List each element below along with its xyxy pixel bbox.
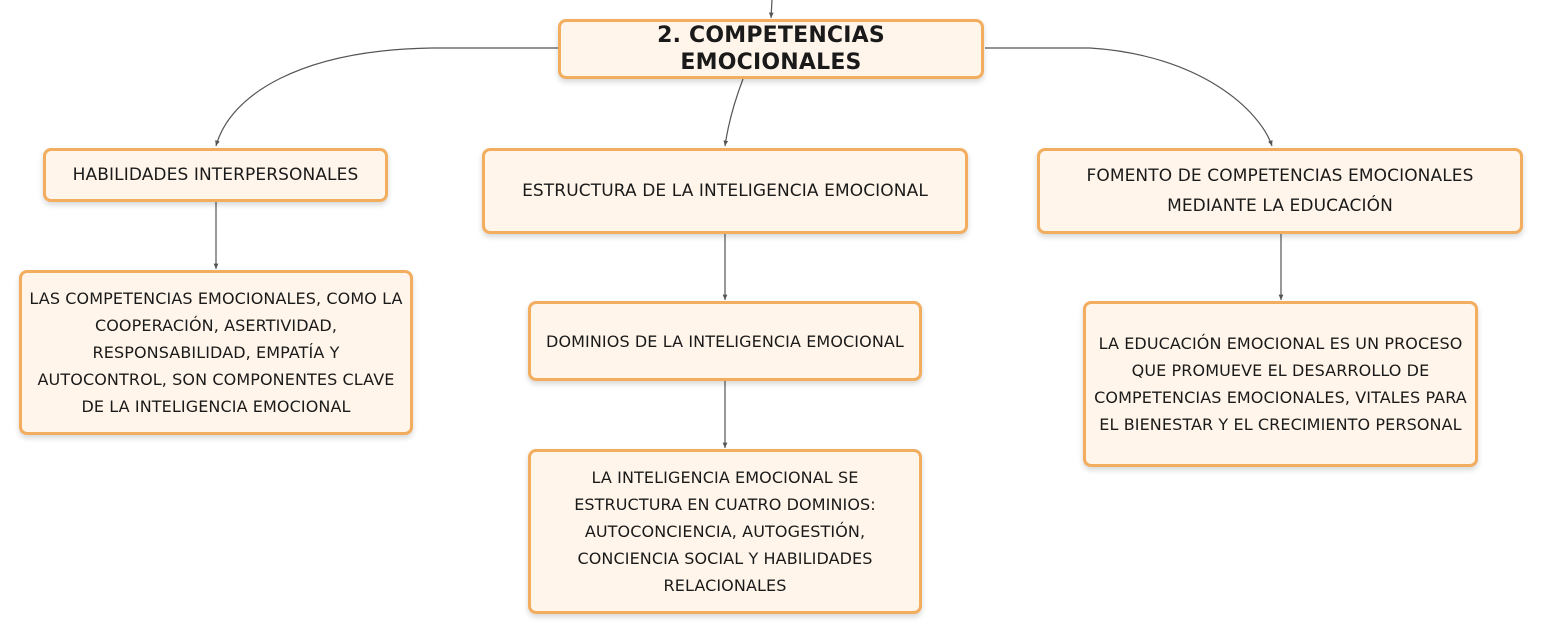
topic-habilidades-interpersonales[interactable]: HABILIDADES INTERPERSONALES: [43, 148, 388, 202]
topic-estructura-inteligencia[interactable]: ESTRUCTURA DE LA INTELIGENCIA EMOCIONAL: [482, 148, 968, 234]
subtopic-dominios[interactable]: DOMINIOS DE LA INTELIGENCIA EMOCIONAL: [528, 301, 922, 381]
root-topic-label: 2. COMPETENCIAS EMOCIONALES: [657, 23, 885, 75]
connector-root-to-estructura: [723, 78, 744, 147]
subtopic-dominios-label: DOMINIOS DE LA INTELIGENCIA EMOCIONAL: [546, 331, 904, 351]
subtopic-dominios-detail[interactable]: LA INTELIGENCIA EMOCIONAL SE ESTRUCTURA …: [528, 449, 922, 614]
subtopic-habilidades-detail[interactable]: LAS COMPETENCIAS EMOCIONALES, COMO LA CO…: [19, 270, 413, 435]
topic-fomento-label: FOMENTO DE COMPETENCIAS EMOCIONALES MEDI…: [1086, 166, 1474, 216]
connector-parent-to-root: [768, 0, 774, 19]
subtopic-dominios-detail-text: LA INTELIGENCIA EMOCIONAL SE ESTRUCTURA …: [574, 468, 876, 595]
topic-estructura-label: ESTRUCTURA DE LA INTELIGENCIA EMOCIONAL: [522, 181, 928, 201]
topic-fomento-competencias[interactable]: FOMENTO DE COMPETENCIAS EMOCIONALES MEDI…: [1037, 148, 1523, 234]
connector-root-to-fomento: [985, 47, 1273, 147]
subtopic-habilidades-detail-text: LAS COMPETENCIAS EMOCIONALES, COMO LA CO…: [29, 289, 403, 416]
topic-habilidades-label: HABILIDADES INTERPERSONALES: [72, 165, 359, 185]
root-topic[interactable]: 2. COMPETENCIAS EMOCIONALES: [558, 19, 984, 79]
connector-root-to-habilidades: [215, 47, 558, 147]
subtopic-educacion-detail[interactable]: LA EDUCACIÓN EMOCIONAL ES UN PROCESO QUE…: [1083, 301, 1478, 467]
subtopic-educacion-detail-text: LA EDUCACIÓN EMOCIONAL ES UN PROCESO QUE…: [1094, 334, 1467, 434]
